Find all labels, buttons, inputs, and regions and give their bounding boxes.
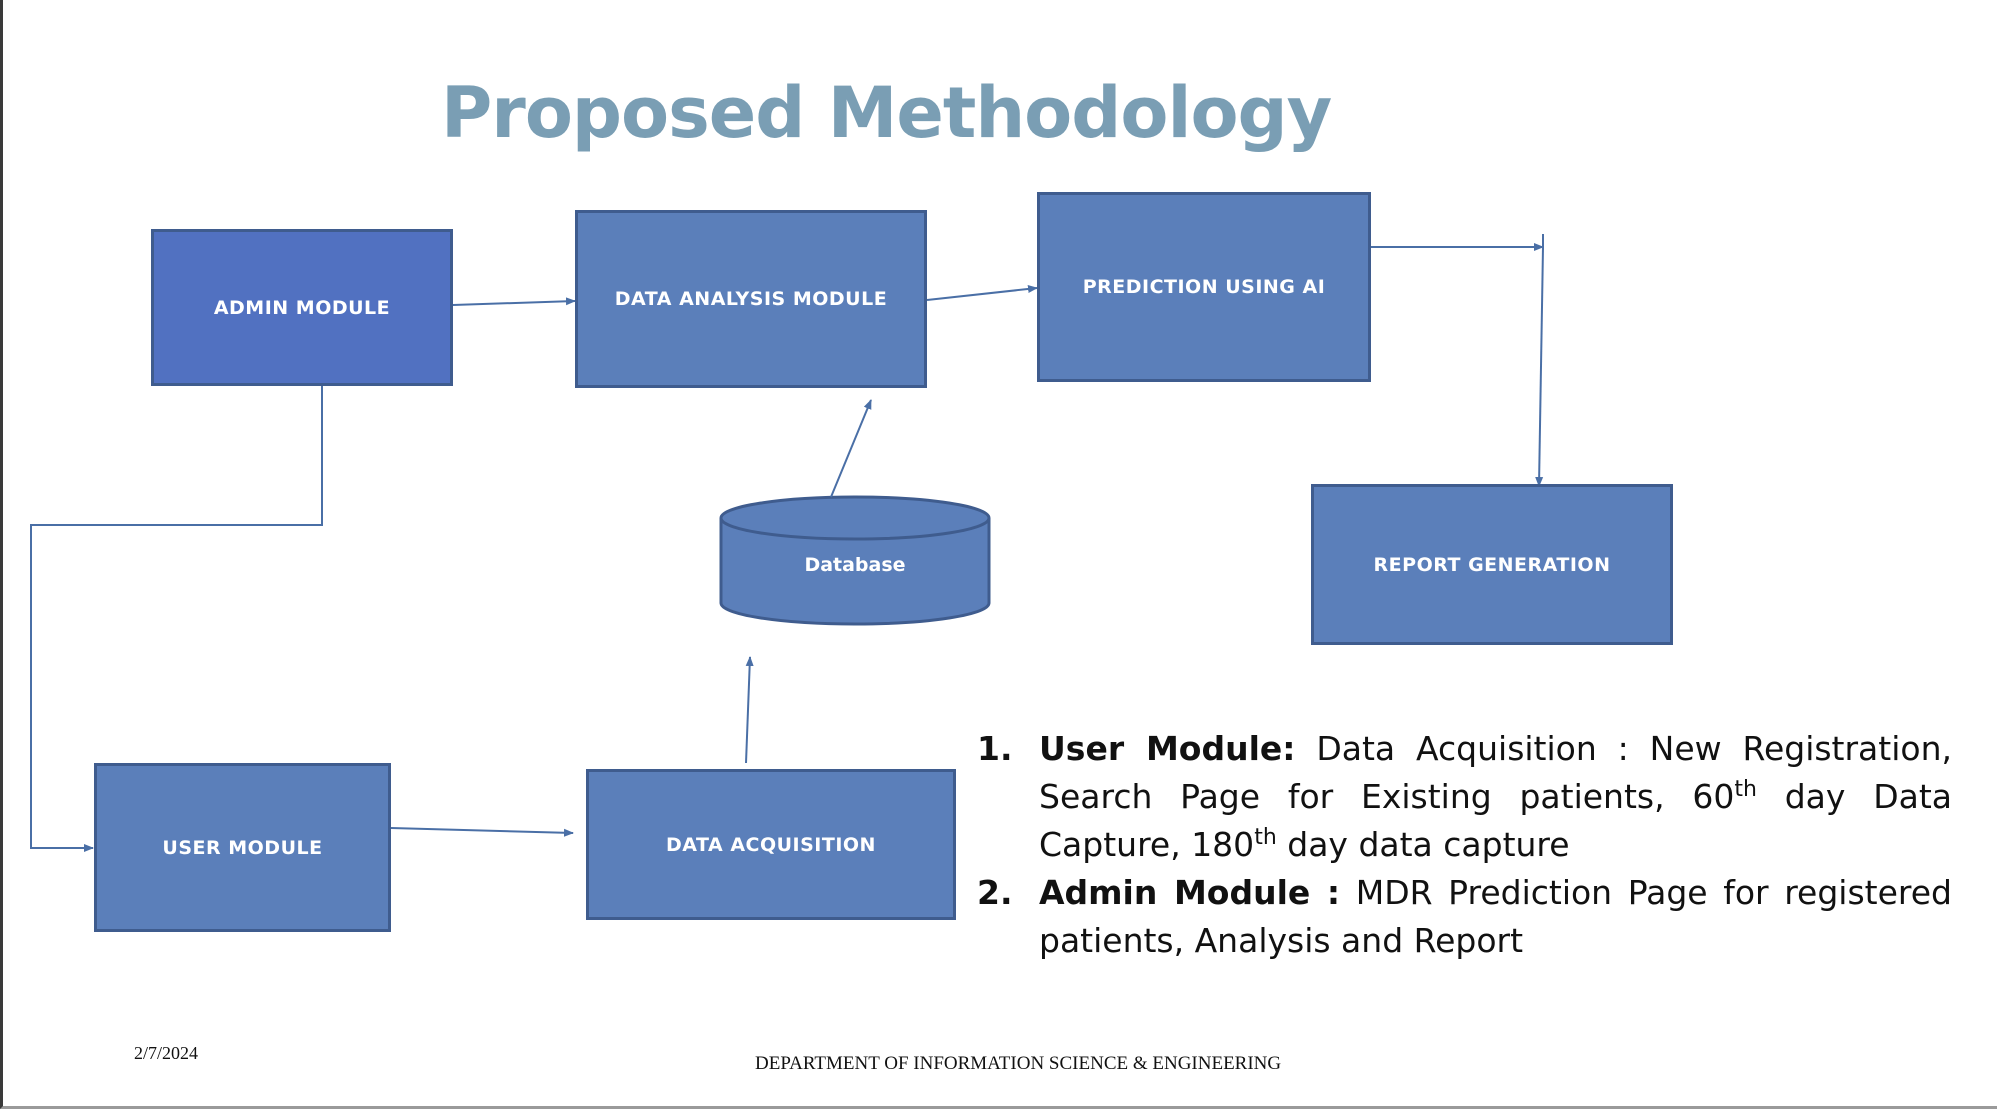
arrow-admin-to-user — [30, 386, 323, 852]
list-number: 1. — [977, 729, 1013, 768]
admin-module-box: ADMIN MODULE — [151, 229, 453, 386]
arrow-admin-to-analysis — [452, 297, 576, 306]
description-item-user-module: 1. User Module: Data Acquisition : New Re… — [977, 725, 1952, 869]
prediction-using-ai-box: PREDICTION USING AI — [1037, 192, 1371, 382]
database-label: Database — [804, 554, 906, 576]
slide-title: Proposed Methodology — [441, 72, 1332, 154]
module-description-list: 1. User Module: Data Acquisition : New Re… — [977, 725, 1952, 965]
arrow-database-to-analysis — [830, 399, 872, 498]
description-text: MDR Prediction Page for registered patie… — [1039, 873, 1952, 960]
report-generation-box: REPORT GENERATION — [1311, 484, 1673, 645]
arrow-corner-to-report — [1535, 246, 1544, 487]
footer-date: 2/7/2024 — [134, 1043, 199, 1063]
description-lead: Admin Module : — [1039, 873, 1341, 912]
arrow-user-to-acquisition — [390, 827, 574, 837]
list-number: 2. — [977, 873, 1013, 912]
arrow-acquisition-to-database — [745, 656, 754, 764]
description-text: day data capture — [1276, 825, 1570, 864]
description-lead: User Module: — [1039, 729, 1296, 768]
ordinal-suffix: th — [1734, 777, 1757, 802]
ordinal-suffix: th — [1254, 825, 1277, 850]
connectors-layer — [30, 234, 1544, 852]
footer-department: DEPARTMENT OF INFORMATION SCIENCE & ENGI… — [755, 1053, 1282, 1074]
arrow-analysis-to-prediction — [926, 284, 1038, 301]
database-cylinder — [719, 495, 991, 626]
data-acquisition-box: DATA ACQUISITION — [586, 769, 956, 920]
description-text: day Data Capture, 180 — [1039, 777, 1952, 864]
description-item-admin-module: 2. Admin Module : MDR Prediction Page for… — [977, 869, 1952, 965]
description-text: Data Acquisition : New Registration, Sea… — [1039, 729, 1952, 816]
user-module-box: USER MODULE — [94, 763, 391, 932]
data-analysis-module-box: DATA ANALYSIS MODULE — [575, 210, 927, 388]
